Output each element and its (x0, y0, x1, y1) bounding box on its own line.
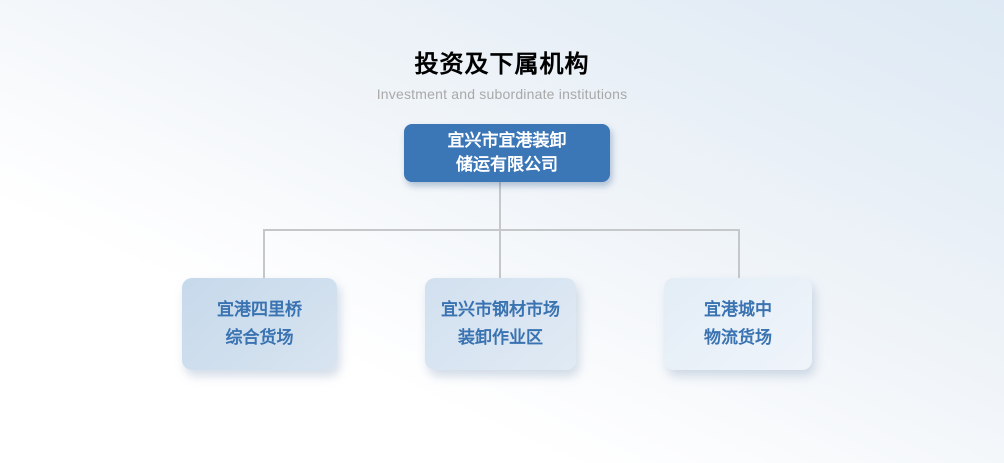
org-node-child-line1: 宜兴市钢材市场 (441, 300, 560, 319)
page-subtitle: Investment and subordinate institutions (376, 86, 628, 102)
connector-drop-right (738, 229, 740, 278)
org-node-child-chengzhong: 宜港城中 物流货场 (664, 278, 812, 370)
org-node-child-siliqiao: 宜港四里桥 综合货场 (182, 278, 337, 370)
org-node-root-line2: 储运有限公司 (456, 155, 558, 174)
org-node-child-line2: 装卸作业区 (458, 328, 543, 347)
org-node-child-steel-market: 宜兴市钢材市场 装卸作业区 (425, 278, 576, 370)
connector-root-stem (499, 182, 501, 231)
connector-drop-middle (499, 229, 501, 278)
page-header: 投资及下属机构 Investment and subordinate insti… (0, 44, 1004, 102)
org-node-root-line1: 宜兴市宜港装卸 (447, 131, 567, 150)
org-node-child-line1: 宜港城中 (704, 300, 772, 319)
page-title: 投资及下属机构 (414, 51, 590, 78)
org-node-child-line1: 宜港四里桥 (217, 300, 302, 319)
org-node-child-line2: 物流货场 (704, 328, 772, 347)
connector-drop-left (263, 229, 265, 278)
connector-horizontal-bar (263, 229, 740, 231)
org-node-child-line2: 综合货场 (225, 328, 294, 347)
org-node-root: 宜兴市宜港装卸 储运有限公司 (404, 124, 610, 182)
